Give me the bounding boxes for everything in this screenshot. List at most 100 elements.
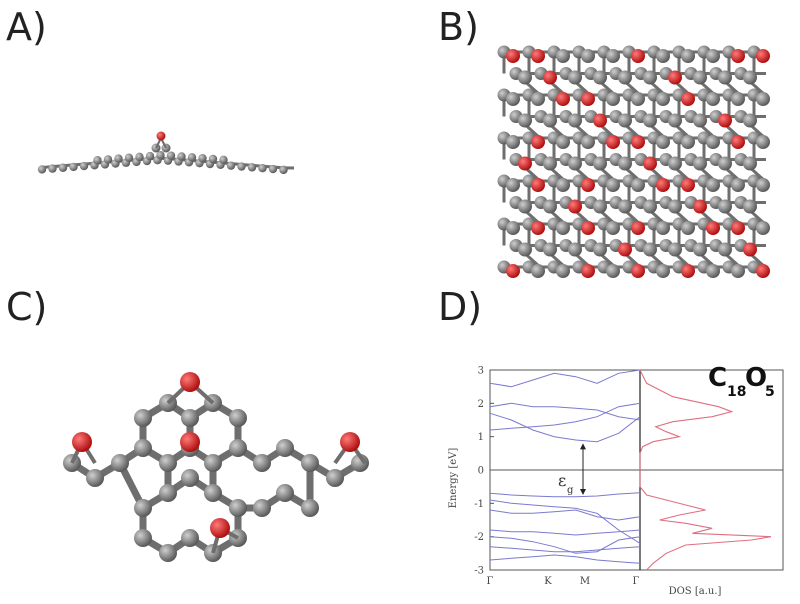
carbon-atom (706, 49, 720, 63)
top-view-lattice (497, 45, 770, 278)
carbon-atom (718, 156, 732, 171)
carbon-atom (229, 499, 247, 517)
carbon-atom (208, 154, 218, 164)
oxygen-atom (643, 156, 657, 171)
oxygen-atom (581, 221, 595, 235)
carbon-atom (177, 152, 186, 161)
carbon-atom (159, 454, 177, 472)
y-axis-label: Energy [eV] (448, 448, 459, 509)
oxygen-atom (756, 49, 770, 63)
carbon-atom (103, 155, 113, 164)
oxygen-atom (518, 156, 532, 171)
carbon-atom (226, 161, 236, 170)
k-point-label: M (580, 576, 590, 587)
carbon-atom (643, 242, 657, 257)
oxygen-atom (210, 518, 230, 538)
carbon-atom (643, 113, 657, 128)
carbon-atom (718, 242, 732, 257)
carbon-atom (643, 70, 657, 85)
carbon-atom (219, 155, 228, 165)
carbon-atom (618, 70, 632, 85)
oxygen-atom (718, 113, 732, 128)
carbon-atom (693, 113, 707, 128)
carbon-atom (204, 454, 222, 472)
carbon-atom (656, 221, 670, 235)
y-tick-label: -1 (474, 499, 484, 510)
carbon-atom (756, 178, 770, 192)
carbon-atom (48, 164, 57, 173)
oxygen-atom (631, 49, 645, 63)
band-line (489, 546, 641, 553)
carbon-atom (543, 156, 557, 171)
carbon-atom (114, 154, 123, 163)
carbon-atom (93, 156, 102, 165)
oxygen-atom (731, 49, 745, 63)
carbon-atom (518, 70, 532, 85)
carbon-atom (181, 409, 199, 427)
band-line (489, 499, 641, 544)
carbon-atom (166, 151, 176, 160)
carbon-atom (718, 70, 732, 85)
oxygen-atom (731, 221, 745, 235)
oxygen-atom (581, 264, 595, 278)
oxygen-atom (556, 92, 570, 106)
carbon-atom (618, 199, 632, 214)
panel-label-a: A) (6, 5, 47, 49)
carbon-atom (543, 199, 557, 214)
oxygen-atom (506, 49, 520, 63)
carbon-atom (279, 165, 288, 175)
carbon-atom (606, 49, 620, 63)
carbon-atom (37, 165, 47, 174)
carbon-atom (681, 221, 695, 235)
formula-label: C 18 O 5 (708, 363, 775, 400)
carbon-atom (556, 49, 570, 63)
carbon-atom (506, 92, 520, 106)
gap-subscript: g (567, 485, 574, 496)
carbon-atom (743, 199, 757, 214)
carbon-atom (111, 454, 129, 472)
oxygen-atom (668, 70, 682, 85)
carbon-atom (58, 163, 68, 172)
oxygen-atom (72, 432, 92, 452)
carbon-atom (693, 242, 707, 257)
carbon-atom (156, 151, 165, 160)
carbon-atom (718, 199, 732, 214)
oxygen-atom (631, 264, 645, 278)
carbon-atom (693, 70, 707, 85)
y-tick-label: 3 (478, 366, 484, 377)
carbon-atom (593, 156, 607, 171)
band-line (489, 402, 641, 421)
carbon-atom (743, 156, 757, 171)
carbon-atom (518, 113, 532, 128)
carbon-atom (743, 113, 757, 128)
carbon-atom (229, 439, 247, 457)
epoxide-structure (63, 372, 369, 562)
carbon-atom (668, 156, 682, 171)
oxygen-atom (618, 242, 632, 257)
oxygen-atom (743, 242, 757, 257)
carbon-atom (668, 199, 682, 214)
oxygen-atom (593, 113, 607, 128)
panel-label-c: C) (6, 285, 48, 329)
carbon-atom (756, 135, 770, 149)
carbon-atom (606, 178, 620, 192)
formula-o-sub: 5 (765, 384, 775, 400)
y-tick-label: -2 (474, 532, 484, 543)
oxygen-atom (731, 135, 745, 149)
carbon-atom (198, 153, 207, 163)
band-line (489, 536, 641, 554)
carbon-atom (693, 156, 707, 171)
carbon-atom (606, 221, 620, 235)
oxygen-atom (543, 70, 557, 85)
oxygen-atom (681, 178, 695, 192)
carbon-atom (229, 409, 247, 427)
carbon-atom (79, 161, 89, 171)
carbon-atom (668, 242, 682, 257)
oxygen-atom (531, 221, 545, 235)
gap-symbol: ε (558, 471, 566, 490)
carbon-atom (731, 92, 745, 106)
carbon-atom (556, 221, 570, 235)
oxygen-atom (531, 135, 545, 149)
carbon-atom (568, 113, 582, 128)
